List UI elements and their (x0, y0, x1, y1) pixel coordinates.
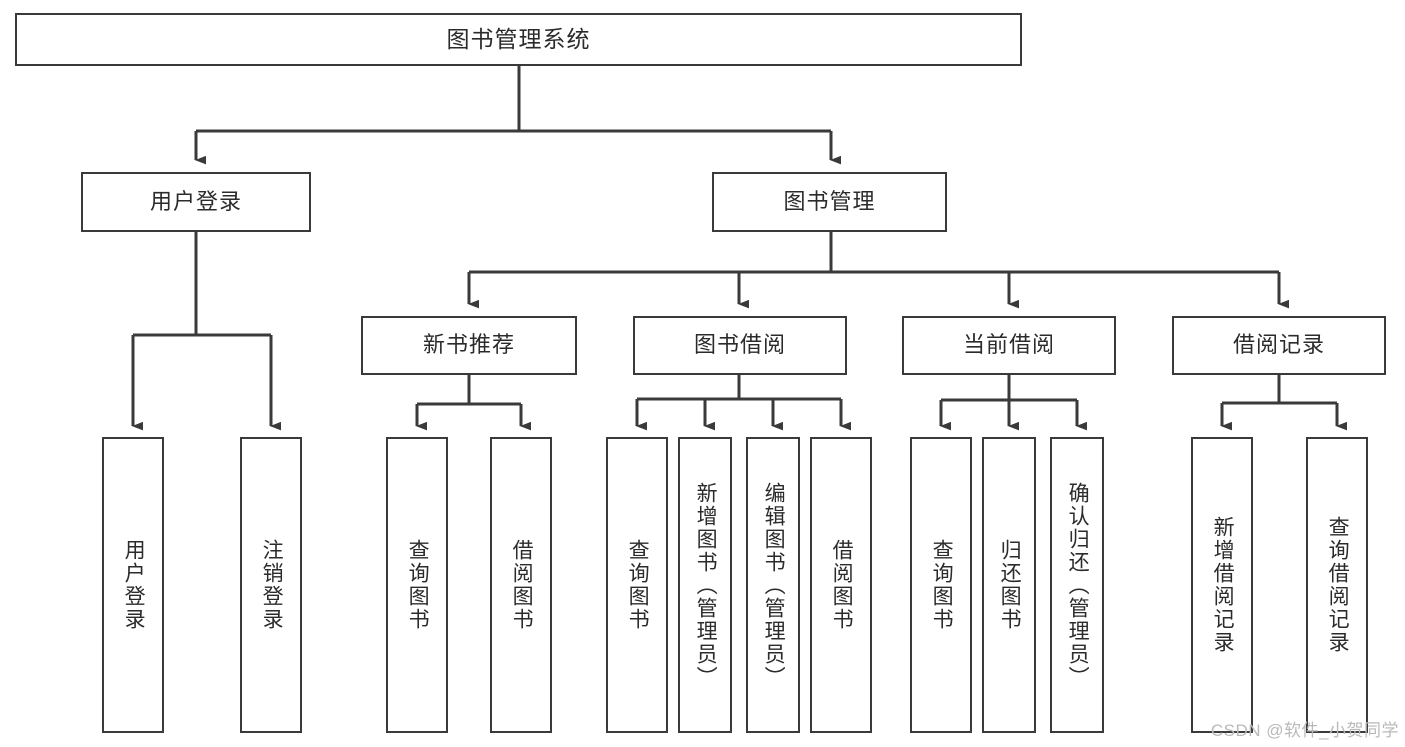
node-leaf-confirm-return[interactable]: 确认归还（管理员） (1050, 437, 1104, 733)
node-leaf-return-book-label: 归还图书 (998, 539, 1022, 631)
node-leaf-query-book-1[interactable]: 查询图书 (386, 437, 448, 733)
node-leaf-query-record-label: 查询借阅记录 (1326, 516, 1350, 654)
node-current-borrow-label: 当前借阅 (962, 332, 1055, 358)
node-book-manage-label: 图书管理 (783, 188, 876, 214)
node-leaf-add-book-label: 新增图书（管理员） (694, 481, 718, 689)
node-leaf-query-book-3[interactable]: 查询图书 (910, 437, 972, 733)
node-leaf-borrow-book-2-label: 借阅图书 (830, 539, 854, 631)
node-leaf-logout[interactable]: 注销登录 (240, 437, 302, 733)
node-borrow-record-label: 借阅记录 (1232, 332, 1325, 358)
node-leaf-query-book-1-label: 查询图书 (406, 539, 430, 631)
node-root[interactable]: 图书管理系统 (15, 13, 1022, 66)
node-leaf-add-record-label: 新增借阅记录 (1211, 516, 1235, 654)
node-leaf-query-book-3-label: 查询图书 (930, 539, 954, 631)
node-leaf-add-book[interactable]: 新增图书（管理员） (678, 437, 732, 733)
node-user-login[interactable]: 用户登录 (81, 172, 311, 232)
node-root-label: 图书管理系统 (446, 25, 591, 52)
node-leaf-user-login[interactable]: 用户登录 (102, 437, 164, 733)
node-leaf-borrow-book-1-label: 借阅图书 (510, 539, 534, 631)
node-borrow-record[interactable]: 借阅记录 (1172, 316, 1386, 375)
node-new-book-rec[interactable]: 新书推荐 (361, 316, 577, 375)
node-leaf-logout-label: 注销登录 (260, 539, 284, 631)
node-book-borrow[interactable]: 图书借阅 (633, 316, 847, 375)
node-user-login-label: 用户登录 (149, 188, 242, 214)
node-leaf-user-login-label: 用户登录 (122, 539, 146, 631)
node-leaf-confirm-return-label: 确认归还（管理员） (1066, 481, 1090, 689)
node-leaf-edit-book-label: 编辑图书（管理员） (762, 481, 786, 689)
node-leaf-query-record[interactable]: 查询借阅记录 (1306, 437, 1368, 733)
node-leaf-query-book-2[interactable]: 查询图书 (606, 437, 668, 733)
node-leaf-borrow-book-2[interactable]: 借阅图书 (810, 437, 872, 733)
node-leaf-query-book-2-label: 查询图书 (626, 539, 650, 631)
node-book-manage[interactable]: 图书管理 (712, 172, 947, 232)
node-new-book-rec-label: 新书推荐 (422, 332, 515, 358)
node-leaf-add-record[interactable]: 新增借阅记录 (1191, 437, 1253, 733)
node-leaf-edit-book[interactable]: 编辑图书（管理员） (746, 437, 800, 733)
watermark-text: CSDN @软件_小贺同学 (1210, 721, 1399, 740)
node-leaf-borrow-book-1[interactable]: 借阅图书 (490, 437, 552, 733)
node-current-borrow[interactable]: 当前借阅 (902, 316, 1116, 375)
node-book-borrow-label: 图书借阅 (693, 332, 786, 358)
node-leaf-return-book[interactable]: 归还图书 (982, 437, 1036, 733)
